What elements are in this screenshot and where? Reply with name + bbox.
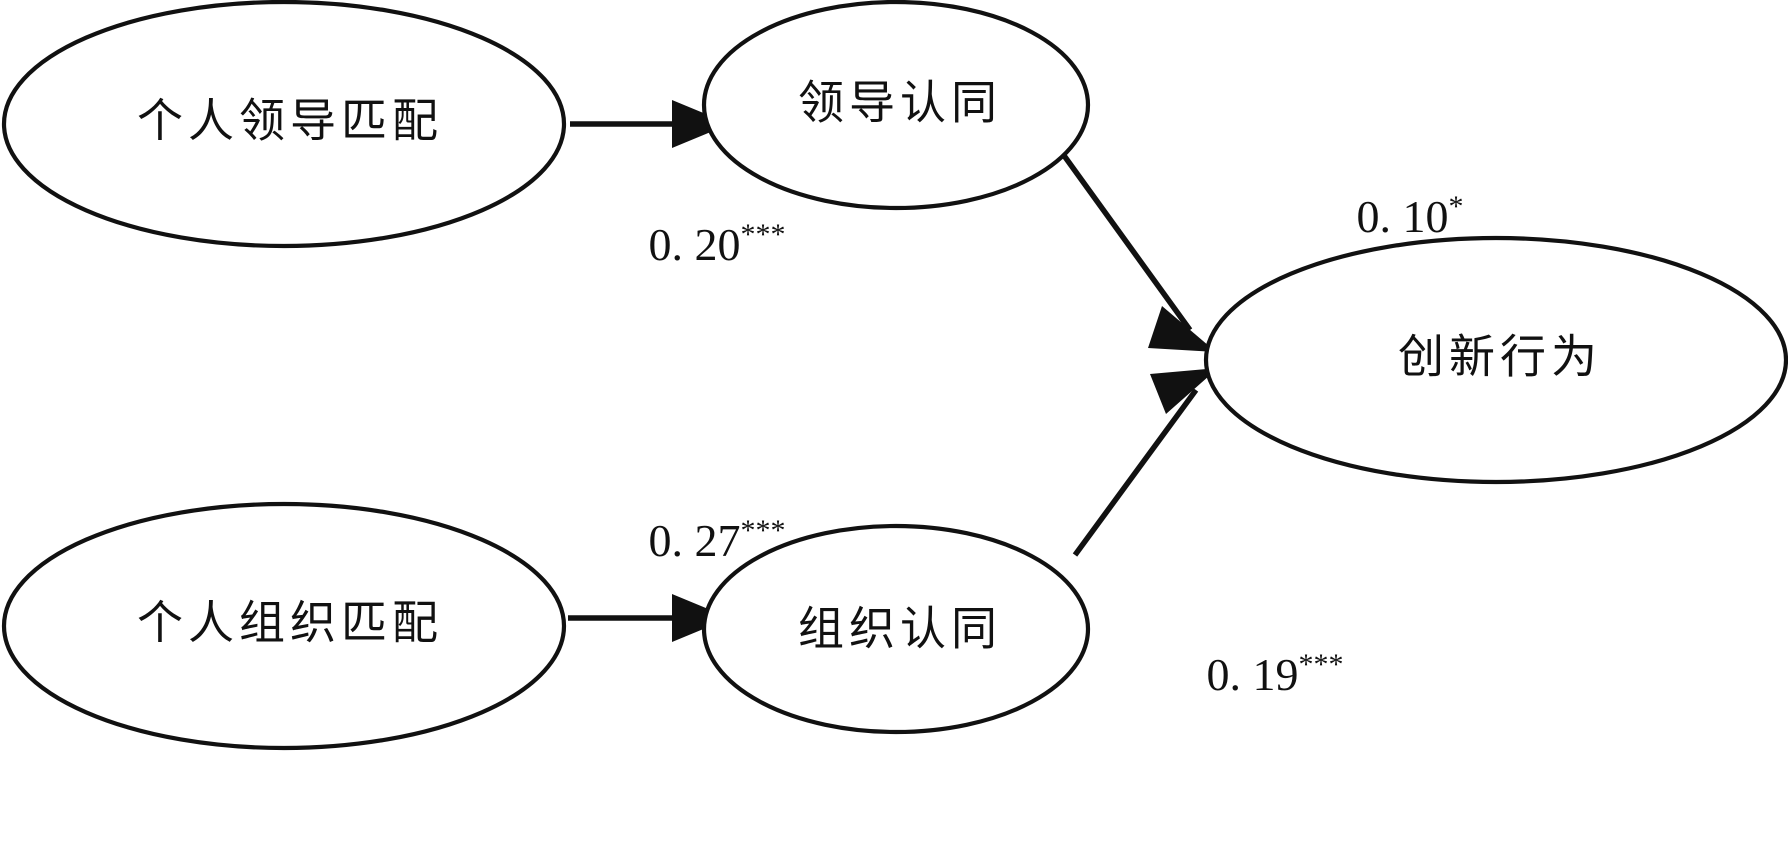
edge-label-oi-to-ib-value: 0. 19 xyxy=(1207,649,1299,700)
edge-label-li-to-ib-stars: * xyxy=(1449,190,1464,223)
node-person-organization-fit-shape[interactable] xyxy=(1,501,567,751)
node-organization-identification[interactable]: 组织认同 xyxy=(701,523,1091,735)
edge-plf-to-li-arrowhead xyxy=(672,100,730,148)
node-person-organization-fit[interactable]: 个人组织匹配 xyxy=(1,501,567,751)
edge-label-pof-to-oi-value: 0. 27 xyxy=(649,515,741,566)
svg-text:0. 19***: 0. 19*** xyxy=(1103,648,1424,701)
edge-oi-to-ib-arrowhead xyxy=(1150,368,1218,414)
node-person-leader-fit[interactable]: 个人领导匹配 xyxy=(1,0,567,249)
node-organization-identification-shape[interactable] xyxy=(701,523,1091,735)
edge-label-pof-to-oi-stars: *** xyxy=(741,514,786,547)
edge-oi-to-ib xyxy=(1072,368,1218,557)
edge-label-pof-to-oi: 0. 27*** xyxy=(545,514,866,567)
node-innovative-behavior[interactable]: 创新行为 xyxy=(1203,235,1788,485)
edge-label-li-to-ib: 0. 10* xyxy=(1253,190,1544,243)
edge-li-to-ib-arrowhead xyxy=(1148,306,1216,352)
node-person-organization-fit-label: 个人组织匹配 xyxy=(137,598,443,649)
edge-label-plf-to-li-stars: *** xyxy=(741,218,786,251)
edge-label-oi-to-ib-stars: *** xyxy=(1299,648,1344,681)
node-leader-identification-label: 领导认同 xyxy=(798,78,1002,129)
node-innovative-behavior-shape[interactable] xyxy=(1203,235,1788,485)
node-organization-identification-label: 组织认同 xyxy=(798,604,1002,655)
edge-pof-to-oi xyxy=(568,594,730,642)
edge-li-to-ib-line xyxy=(1057,148,1193,332)
svg-text:0. 27***: 0. 27*** xyxy=(545,514,866,567)
edge-li-to-ib xyxy=(1057,148,1216,352)
edge-label-plf-to-li-value: 0. 20 xyxy=(649,219,741,270)
edge-label-oi-to-ib: 0. 19*** xyxy=(1103,648,1424,701)
svg-text:0. 10*: 0. 10* xyxy=(1253,190,1544,243)
edge-pof-to-oi-arrowhead xyxy=(672,594,730,642)
edge-label-plf-to-li: 0. 20*** xyxy=(545,218,866,271)
node-person-leader-fit-shape[interactable] xyxy=(1,0,567,249)
svg-text:0. 20***: 0. 20*** xyxy=(545,218,866,271)
node-leader-identification-shape[interactable] xyxy=(701,0,1091,211)
edge-plf-to-li xyxy=(570,100,730,148)
node-leader-identification[interactable]: 领导认同 xyxy=(701,0,1091,211)
node-innovative-behavior-label: 创新行为 xyxy=(1398,332,1602,383)
edge-label-li-to-ib-value: 0. 10 xyxy=(1357,191,1449,242)
edge-oi-to-ib-line xyxy=(1072,388,1199,557)
node-person-leader-fit-label: 个人领导匹配 xyxy=(137,96,443,147)
